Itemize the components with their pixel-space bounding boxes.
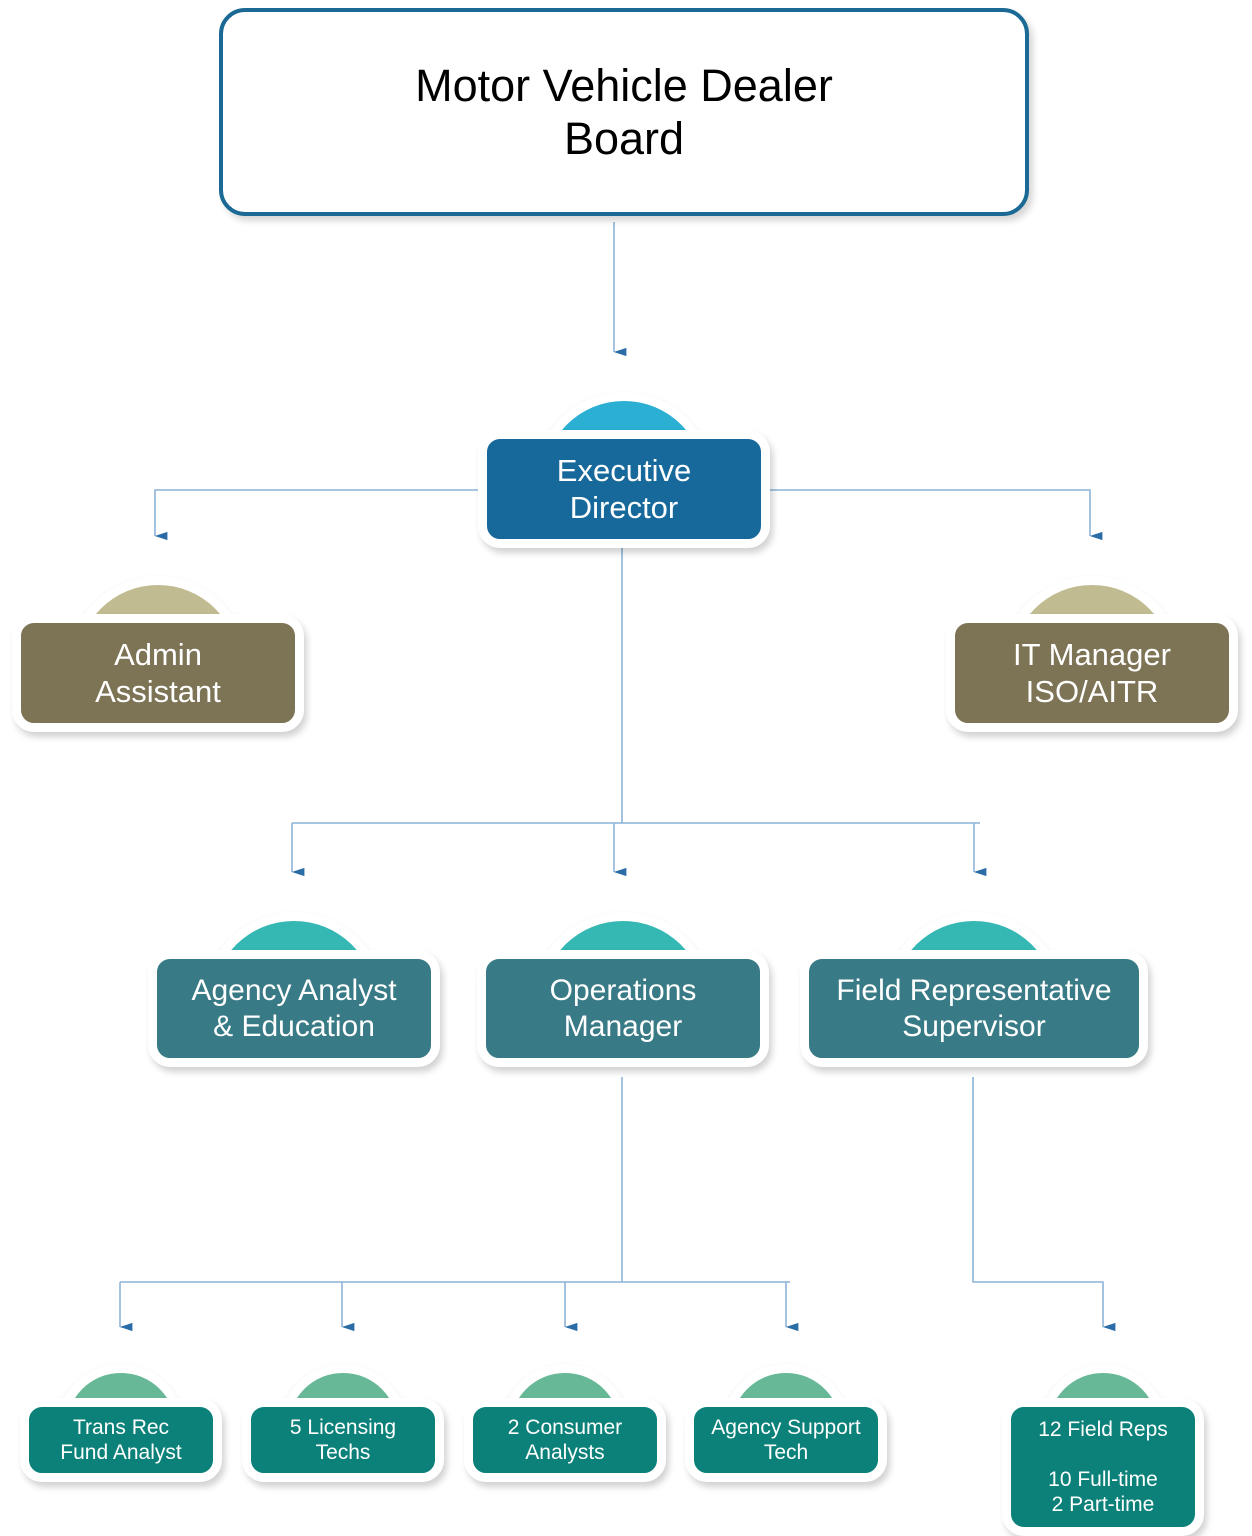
- node-trans-rec-fund-analyst[interactable]: Trans Rec Fund Analyst: [20, 1364, 222, 1482]
- node-field-reps[interactable]: 12 Field Reps 10 Full-time 2 Part-time: [1002, 1364, 1204, 1536]
- edge-exec-to-it: [770, 489, 1103, 541]
- node-label: Field Representative Supervisor: [836, 973, 1112, 1043]
- node-label: Agency Support Tech: [711, 1415, 861, 1464]
- edge-exec-to-admin: [154, 489, 478, 541]
- node-consumer-analysts[interactable]: 2 Consumer Analysts: [464, 1364, 666, 1482]
- node-label: 2 Consumer Analysts: [507, 1415, 623, 1464]
- node-it-manager[interactable]: IT Manager ISO/AITR: [946, 576, 1238, 732]
- node-licensing-techs[interactable]: 5 Licensing Techs: [242, 1364, 444, 1482]
- node-executive-director[interactable]: Executive Director: [478, 392, 770, 548]
- node-agency-support-tech[interactable]: Agency Support Tech: [685, 1364, 887, 1482]
- node-label: Operations Manager: [549, 973, 697, 1043]
- node-label: Executive Director: [556, 452, 692, 525]
- node-label: 5 Licensing Techs: [289, 1415, 397, 1464]
- edge-field-to-reps: [972, 1077, 1116, 1332]
- node-label: IT Manager ISO/AITR: [1013, 636, 1171, 709]
- node-label: Trans Rec Fund Analyst: [60, 1415, 182, 1464]
- node-label: 12 Field Reps 10 Full-time 2 Part-time: [1038, 1417, 1168, 1517]
- node-label: Admin Assistant: [95, 636, 221, 709]
- node-field-representative-supervisor[interactable]: Field Representative Supervisor: [800, 912, 1148, 1067]
- node-label: Motor Vehicle Dealer Board: [415, 59, 833, 164]
- node-agency-analyst-education[interactable]: Agency Analyst & Education: [148, 912, 440, 1067]
- node-label: Agency Analyst & Education: [191, 973, 397, 1043]
- node-admin-assistant[interactable]: Admin Assistant: [12, 576, 304, 732]
- node-operations-manager[interactable]: Operations Manager: [477, 912, 769, 1067]
- node-motor-vehicle-dealer-board[interactable]: Motor Vehicle Dealer Board: [219, 8, 1029, 216]
